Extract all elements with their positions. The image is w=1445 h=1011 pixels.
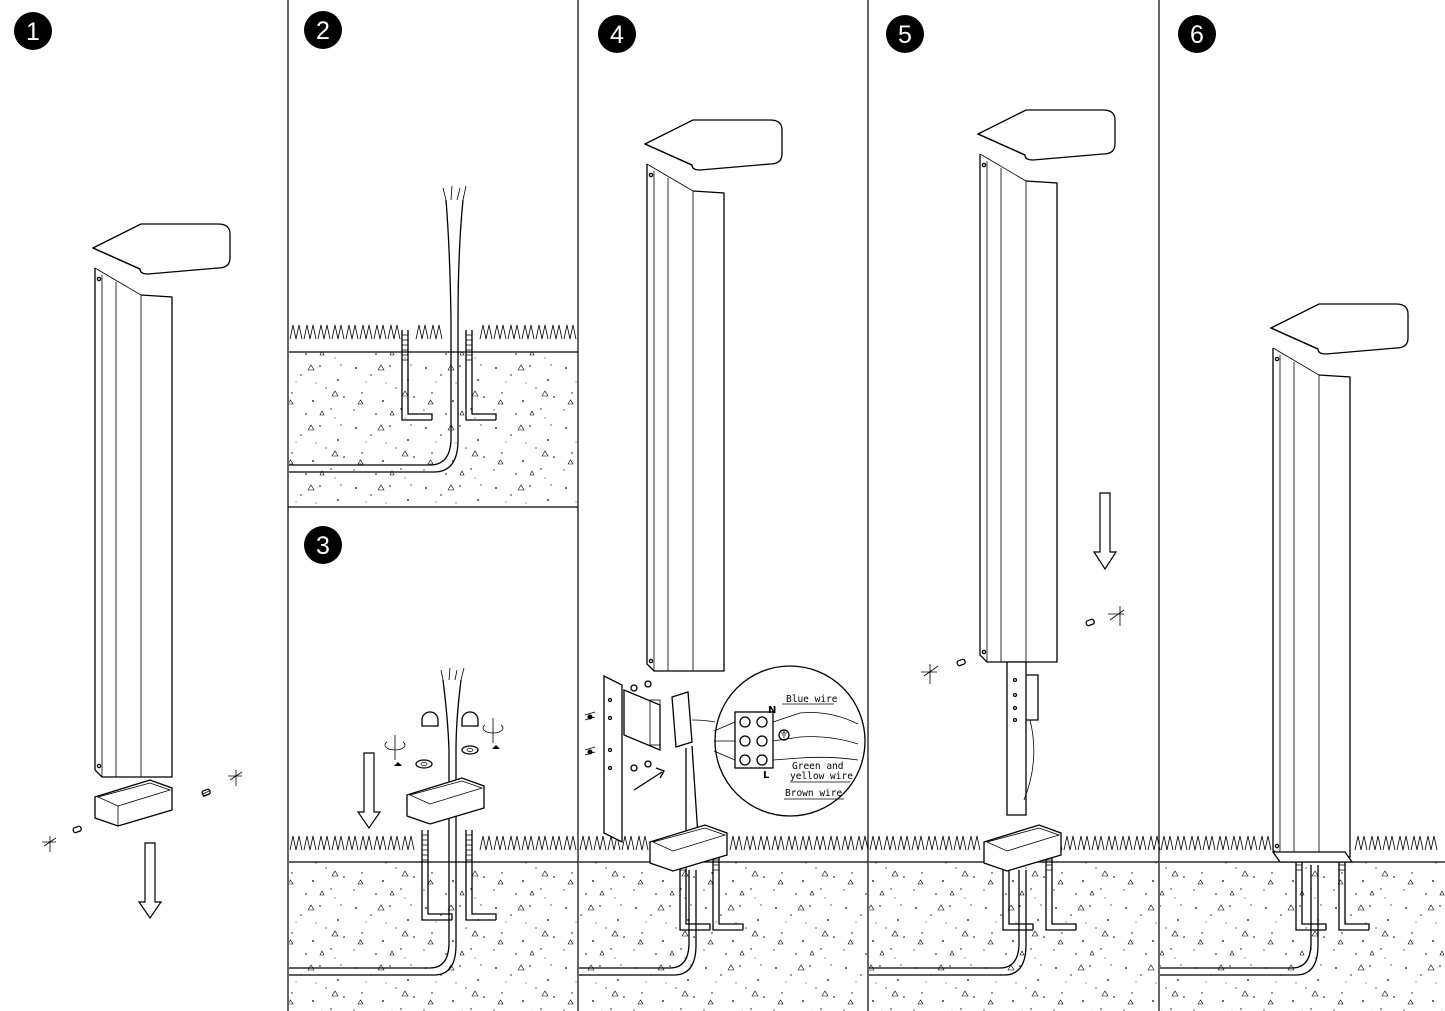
panel-3-base-plate — [406, 777, 485, 825]
wiring-detail-callout: N L Blue wire Green and yellow wire Brow… — [713, 665, 866, 817]
panel-4-mounting-bracket — [603, 674, 661, 844]
panel-6-ground — [1160, 835, 1445, 1011]
panel-2-ground — [289, 324, 578, 507]
step-badge-3: 3 — [304, 526, 342, 564]
panel-4-ground — [579, 835, 869, 1011]
terminal-n-label: N — [768, 705, 776, 716]
step-badge-4: 4 — [598, 15, 636, 53]
panel-5-bollard — [977, 109, 1116, 663]
step-badge-2: 2 — [304, 11, 342, 49]
terminal-block — [734, 711, 774, 769]
panel-4-junction-box — [671, 691, 716, 837]
step-number-4: 4 — [610, 21, 624, 49]
panel-3-grass — [289, 835, 577, 851]
panel-1-down-arrow — [137, 842, 163, 920]
panel-1-screws — [42, 770, 243, 852]
step-number-5: 5 — [898, 21, 912, 49]
panel-3-cable — [289, 667, 465, 976]
panel-3-ground — [289, 829, 578, 1011]
step-number-2: 2 — [316, 17, 330, 45]
panel-5-down-arrow — [1092, 492, 1118, 571]
panel-6-cable — [1160, 865, 1319, 976]
panel-5-ground — [869, 835, 1161, 1011]
green-yellow-wire-label-line2: yellow wire — [790, 771, 853, 782]
panel-4-screws — [584, 680, 652, 772]
step-number-1: 1 — [26, 18, 40, 46]
panel-3-down-arrow — [356, 752, 382, 830]
step-number-3: 3 — [316, 532, 330, 560]
panel-4-cable — [579, 870, 697, 976]
panel-5-mounting-bracket — [1006, 661, 1039, 816]
earth-icon — [778, 729, 790, 741]
step-number-6: 6 — [1190, 21, 1204, 49]
panel-1-base-plate — [94, 779, 173, 827]
panel-1-bollard — [92, 223, 231, 778]
step-badge-5: 5 — [886, 15, 924, 53]
green-yellow-wire-label-line1: Green and — [792, 761, 843, 772]
panel-4-insert-arrow — [633, 767, 665, 791]
brown-wire-label: Brown wire — [785, 788, 842, 799]
step-badge-6: 6 — [1178, 15, 1216, 53]
panel-5-cable — [869, 870, 1027, 976]
panel-6-installed-bollard — [1270, 303, 1409, 863]
blue-wire-label: Blue wire — [786, 694, 838, 705]
terminal-l-label: L — [763, 770, 770, 781]
panel-2-grass — [289, 324, 577, 340]
panel-2-cable — [289, 185, 467, 473]
step-badge-1: 1 — [14, 12, 52, 50]
panel-5-screws — [921, 606, 1125, 684]
panel-3-nuts-washers — [384, 711, 504, 769]
panel-5-base-plate — [983, 824, 1062, 872]
panel-4-base-plate — [649, 824, 728, 872]
panel-4-bollard — [644, 119, 783, 672]
